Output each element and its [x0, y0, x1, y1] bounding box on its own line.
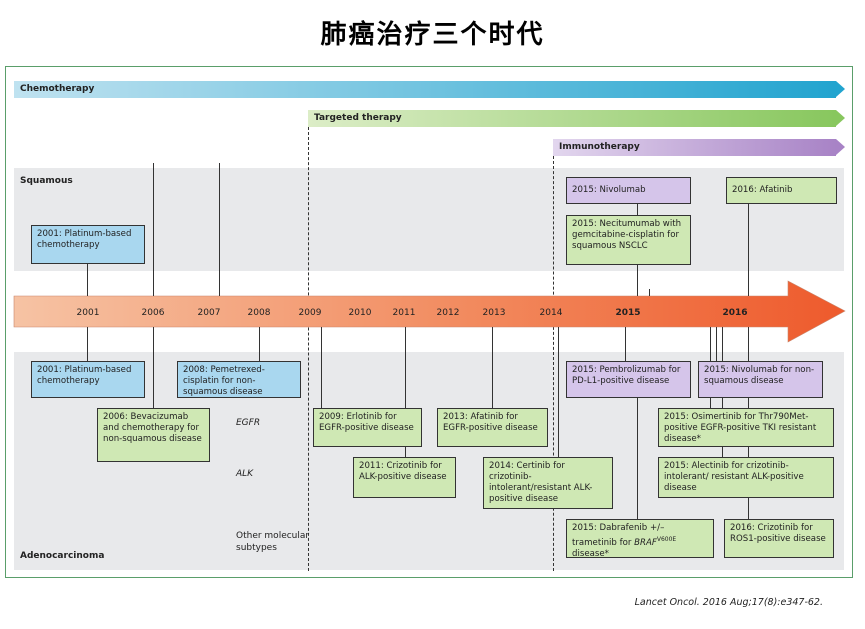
- connector-line: [153, 163, 154, 296]
- event-box-ad-osimertinib: 2015: Osimertinib for Thr790Met-positive…: [658, 408, 834, 447]
- year-label: 2011: [392, 308, 416, 318]
- connector-line: [153, 327, 154, 408]
- year-label: 2015: [615, 308, 641, 318]
- targeted-era-boundary: [308, 127, 309, 571]
- year-label: 2013: [482, 308, 506, 318]
- era-bar-targeted-therapy: Targeted therapy: [308, 110, 845, 127]
- year-label: 2016: [722, 308, 748, 318]
- row-label-other-molecular: Other molecular subtypes: [236, 530, 309, 554]
- year-label: 2007: [197, 308, 221, 318]
- era-label-targeted-therapy: Targeted therapy: [314, 113, 402, 123]
- page-title: 肺癌治疗三个时代: [320, 20, 545, 50]
- year-label: 2012: [436, 308, 460, 318]
- event-box-ad-alectinib: 2015: Alectinib for crizotinib-intoleran…: [658, 457, 834, 498]
- era-label-chemotherapy: Chemotherapy: [20, 84, 95, 94]
- connector-line: [321, 327, 322, 408]
- connector-line: [625, 327, 626, 361]
- event-box-ad-dabrafenib: 2015: Dabrafenib +/– trametinib for BRAF…: [566, 519, 714, 559]
- year-label: 2014: [539, 308, 563, 318]
- year-label: 2008: [247, 308, 271, 318]
- dabrafenib-text-b: disease*: [572, 548, 609, 559]
- era-label-immunotherapy: Immunotherapy: [559, 142, 640, 152]
- event-box-ad-platinum: 2001: Platinum-based chemotherapy: [31, 361, 145, 398]
- connector-line: [558, 327, 559, 457]
- event-box-ad-crizotinib-ros1: 2016: Crizotinib for ROS1-positive disea…: [724, 519, 834, 558]
- connector-line: [87, 264, 88, 296]
- connector-line: [259, 327, 260, 361]
- event-box-ad-crizotinib-alk: 2011: Crizotinib for ALK-positive diseas…: [353, 457, 456, 498]
- event-box-ad-bevacizumab: 2006: Bevacizumab and chemotherapy for n…: [97, 408, 210, 462]
- row-label-egfr: EGFR: [236, 418, 261, 428]
- event-box-ad-afatinib: 2013: Afatinib for EGFR-positive disease: [437, 408, 548, 447]
- era-bar-immunotherapy: Immunotherapy: [553, 139, 845, 156]
- citation: Lancet Oncol. 2016 Aug;17(8):e347-62.: [634, 597, 823, 608]
- year-label: 2006: [141, 308, 165, 318]
- connector-line: [87, 327, 88, 361]
- row-label-other-line1: Other molecular: [236, 531, 310, 541]
- connector-line: [748, 204, 749, 296]
- era-bar-chemotherapy: Chemotherapy: [14, 81, 845, 98]
- immuno-era-boundary: [553, 156, 554, 571]
- row-label-other-line2: subtypes: [236, 543, 277, 553]
- event-box-ad-ceritinib: 2014: Certinib for crizotinib-intolerant…: [483, 457, 613, 509]
- event-box-ad-nivolumab: 2015: Nivolumab for non-squamous disease: [698, 361, 823, 398]
- section-label-squamous: Squamous: [20, 176, 73, 186]
- connector-line: [649, 289, 650, 296]
- event-box-ad-pemetrexed: 2008: Pemetrexed-cisplatin for non-squam…: [177, 361, 301, 398]
- year-label: 2010: [348, 308, 372, 318]
- dabrafenib-text-a: 2015: Dabrafenib +/– trametinib for: [572, 523, 665, 548]
- connector-line: [405, 327, 406, 457]
- connector-line: [637, 398, 638, 519]
- dabrafenib-text-braf: BRAF: [634, 537, 657, 548]
- squamous-band: [14, 168, 844, 271]
- year-label: 2009: [298, 308, 322, 318]
- event-box-ad-erlotinib: 2009: Erlotinib for EGFR-positive diseas…: [313, 408, 422, 447]
- connector-line: [716, 327, 717, 361]
- diagram-frame: [5, 66, 853, 578]
- event-box-sq-necitumumab: 2015: Necitumumab with gemcitabine-cispl…: [566, 215, 691, 265]
- section-label-adenocarcinoma: Adenocarcinoma: [20, 551, 105, 561]
- row-label-alk: ALK: [236, 469, 254, 479]
- connector-line: [219, 163, 220, 296]
- year-label: 2001: [76, 308, 100, 318]
- dabrafenib-text-sup: V600E: [656, 536, 677, 543]
- event-box-sq-nivolumab: 2015: Nivolumab: [566, 177, 691, 204]
- connector-line: [492, 327, 493, 408]
- event-box-sq-afatinib: 2016: Afatinib: [726, 177, 837, 204]
- event-box-ad-pembrolizumab: 2015: Pembrolizumab for PD-L1-positive d…: [566, 361, 691, 398]
- event-box-sq-platinum: 2001: Platinum-based chemotherapy: [31, 225, 145, 264]
